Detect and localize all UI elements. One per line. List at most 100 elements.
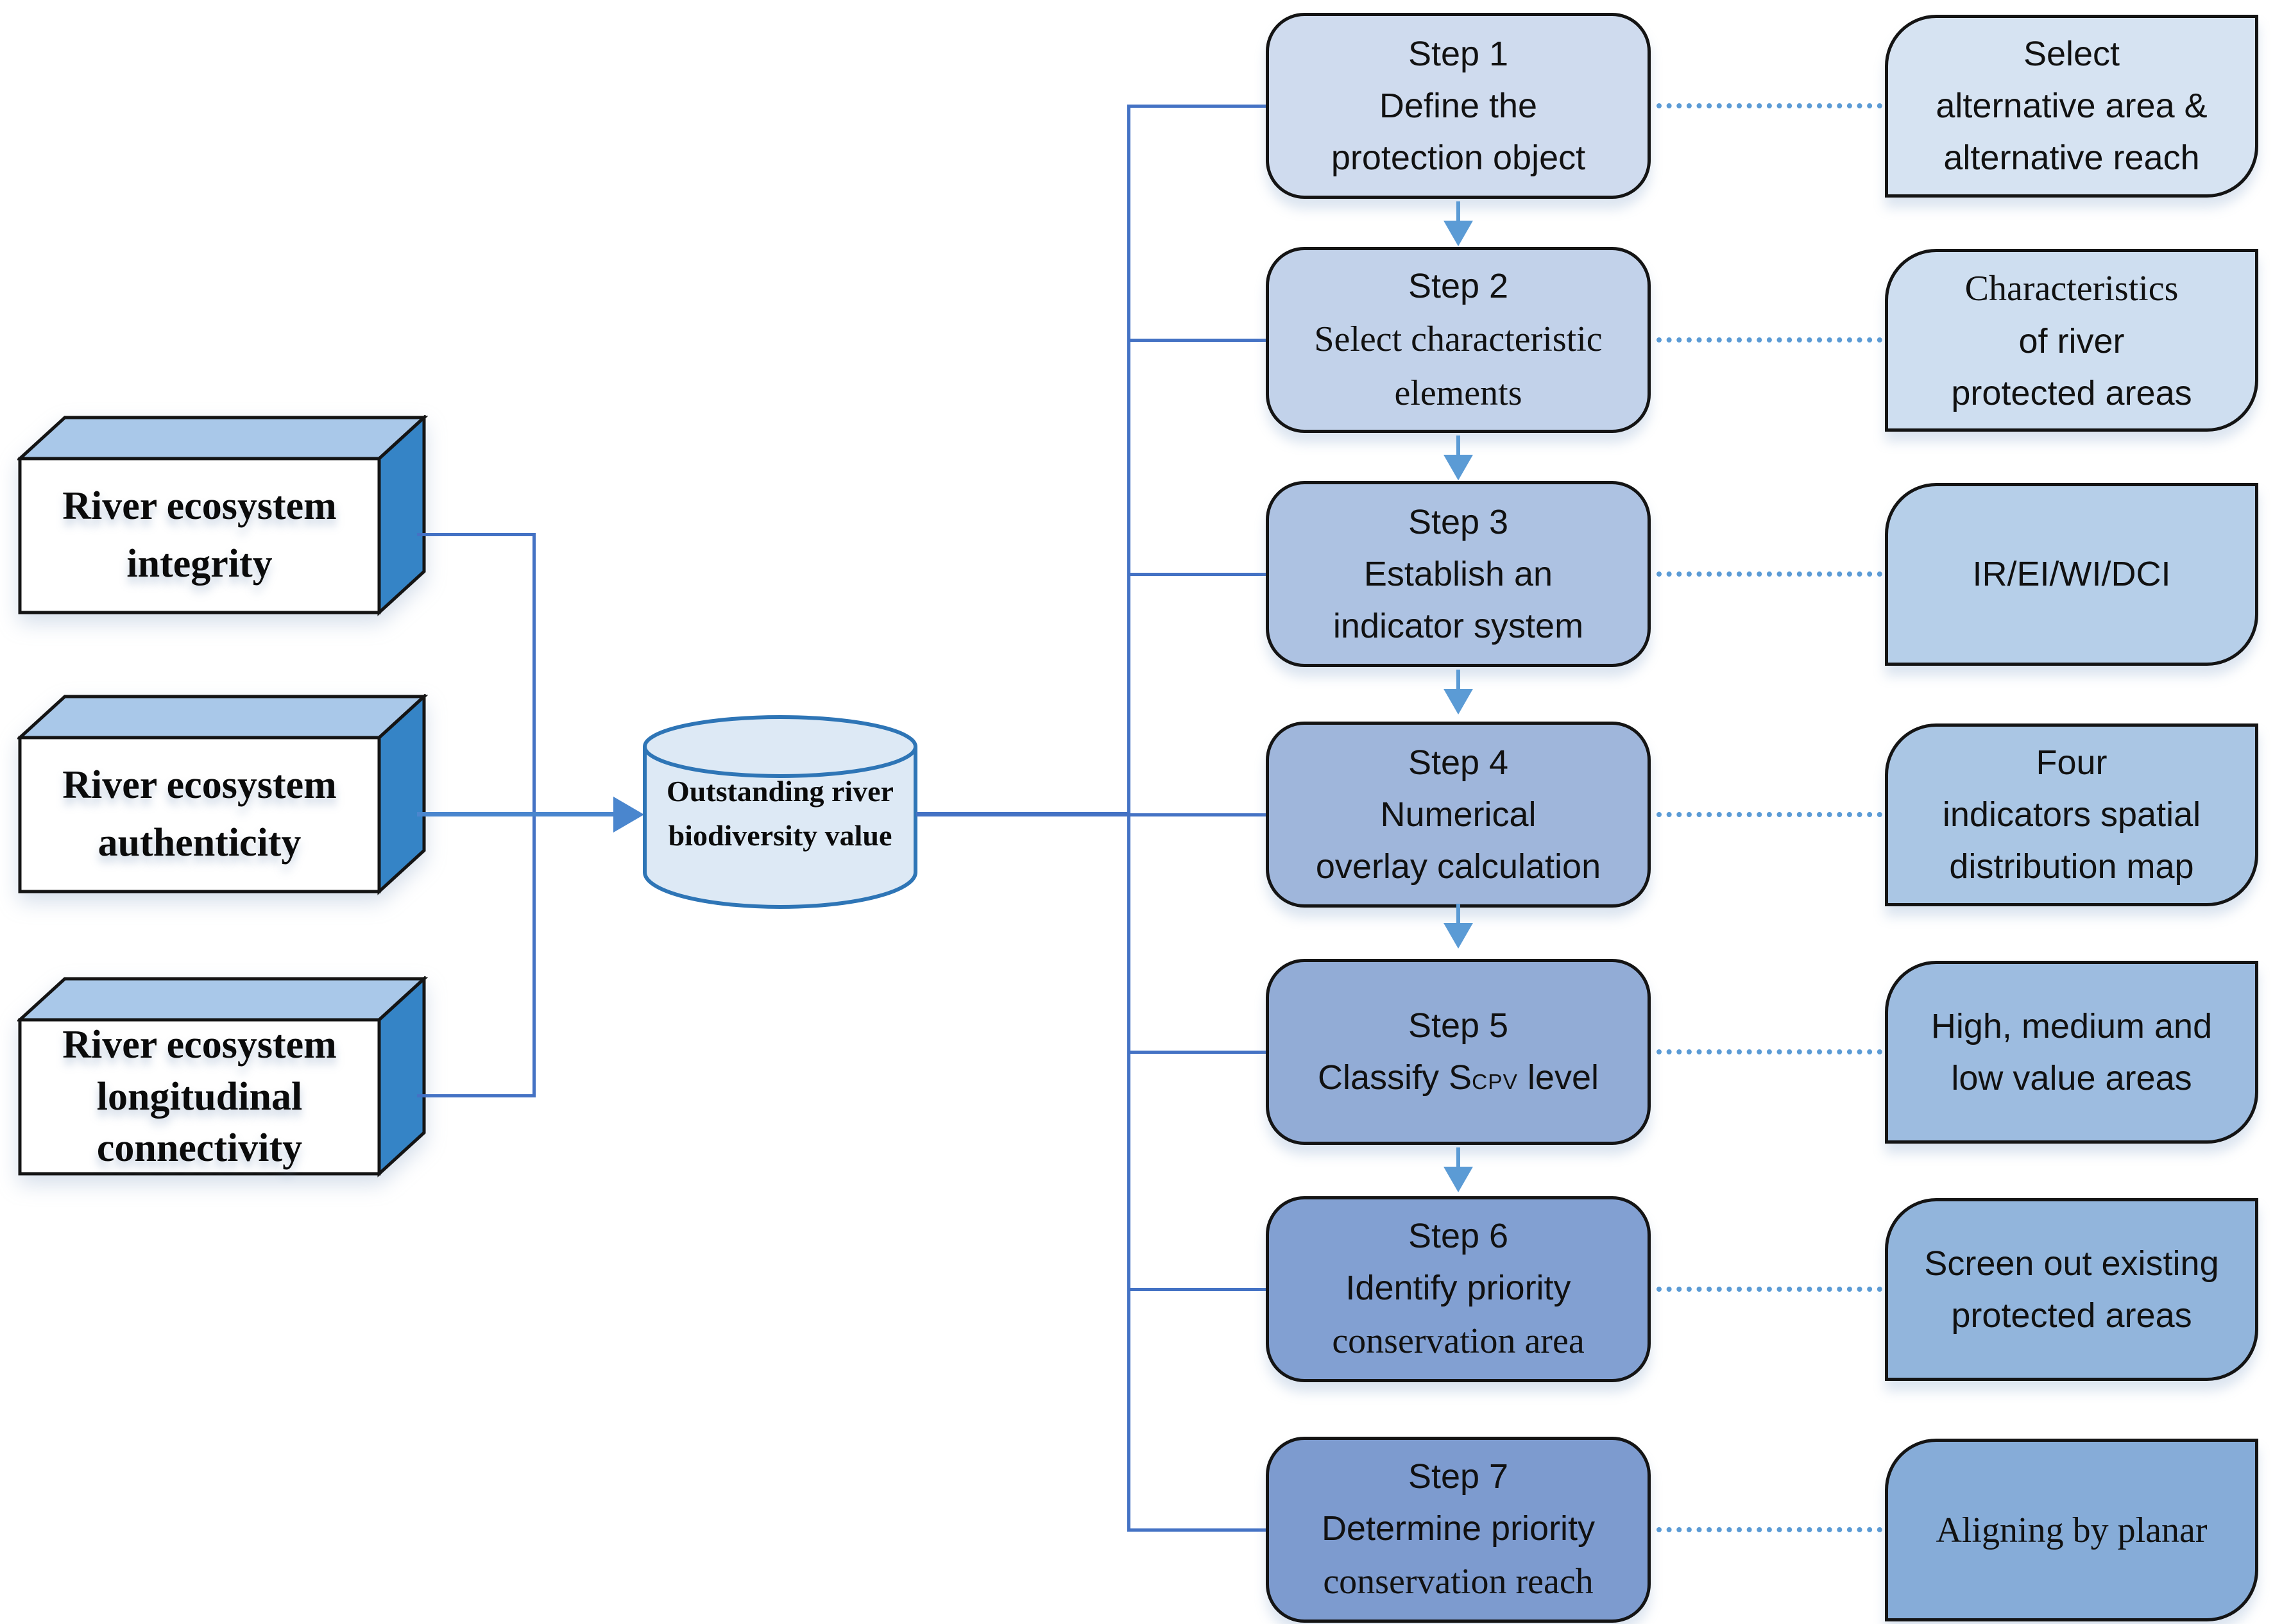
output-box-4: Four indicators spatial distribution map: [1885, 723, 2258, 906]
hub-text: Outstanding river: [667, 775, 894, 808]
input-text: longitudinal: [96, 1074, 303, 1119]
connector-line: [1127, 813, 1267, 816]
output-text: IR/EI/WI/DCI: [1972, 555, 2171, 593]
step-title: Step 1: [1408, 34, 1509, 73]
arrow-down-icon: [1444, 221, 1473, 246]
step-text: conservation reach: [1323, 1562, 1594, 1602]
output-text: Characteristics: [1964, 268, 2179, 309]
output-text: High, medium and: [1930, 1006, 2213, 1045]
output-text: of river: [2018, 321, 2125, 360]
output-box-1: Select alternative area & alternative re…: [1885, 15, 2258, 198]
cube-icon: [17, 976, 428, 1178]
step-title: Step 2: [1408, 266, 1509, 305]
step-1-box: Step 1 Define the protection object: [1266, 13, 1651, 199]
connector-line: [1127, 105, 1267, 108]
scpv-subscript: CPV: [1472, 1070, 1518, 1094]
connector-line: [417, 812, 615, 816]
input-box-label: River ecosystem longitudinal connectivit…: [20, 1020, 379, 1174]
output-box-6: Screen out existing protected areas: [1885, 1198, 2258, 1381]
input-box-label: River ecosystem integrity: [20, 459, 379, 613]
output-text: distribution map: [1949, 847, 2194, 886]
cube-icon: [17, 415, 428, 616]
hub-label: Outstanding river biodiversity value: [649, 749, 911, 877]
arrow-down-icon: [1456, 201, 1460, 222]
output-text: low value areas: [1951, 1058, 2192, 1097]
step-text: Determine priority: [1321, 1509, 1596, 1548]
step-title: Step 6: [1408, 1217, 1509, 1255]
input-text: River ecosystem: [62, 484, 337, 529]
step-6-box: Step 6 Identify priority conservation ar…: [1266, 1196, 1651, 1382]
arrow-down-icon: [1444, 689, 1473, 715]
arrow-down-icon: [1444, 923, 1473, 949]
arrow-down-icon: [1444, 455, 1473, 480]
output-box-5: High, medium and low value areas: [1885, 961, 2258, 1144]
input-text: connectivity: [96, 1126, 303, 1171]
input-box-authenticity: River ecosystem authenticity: [17, 694, 428, 896]
step-text: Establish an: [1363, 554, 1553, 593]
connector-line: [417, 1094, 534, 1097]
arrow-down-icon: [1456, 436, 1460, 456]
input-box-longitudinal-connectivity: River ecosystem longitudinal connectivit…: [17, 976, 428, 1178]
spine-line: [1127, 105, 1130, 1531]
output-box-2: Characteristics of river protected areas: [1885, 249, 2258, 432]
step-text: protection object: [1331, 138, 1586, 177]
output-text: alternative area &: [1936, 87, 2208, 125]
input-box-label: River ecosystem authenticity: [20, 738, 379, 892]
dotted-connector: [1657, 103, 1882, 108]
output-text: Select: [2023, 35, 2120, 73]
dotted-connector: [1657, 812, 1882, 817]
input-text: River ecosystem: [62, 1023, 337, 1067]
step-text: indicator system: [1333, 606, 1584, 645]
arrow-down-icon: [1456, 670, 1460, 690]
step-title: Step 4: [1408, 743, 1509, 782]
output-box-3: IR/EI/WI/DCI: [1885, 483, 2258, 666]
connector-line: [916, 812, 1130, 816]
step-text: conservation area: [1332, 1321, 1585, 1361]
step-text: overlay calculation: [1315, 847, 1601, 886]
output-text: Aligning by planar: [1936, 1510, 2208, 1550]
arrow-down-icon: [1456, 904, 1460, 924]
arrow-down-icon: [1444, 1167, 1473, 1192]
output-text: protected areas: [1951, 373, 2192, 412]
output-text: indicators spatial: [1942, 795, 2201, 834]
connector-line: [1127, 573, 1267, 576]
input-text: authenticity: [98, 821, 302, 865]
input-text: River ecosystem: [62, 763, 337, 808]
step-3-box: Step 3 Establish an indicator system: [1266, 481, 1651, 667]
dotted-connector: [1657, 337, 1882, 343]
step-2-box: Step 2 Select characteristic elements: [1266, 247, 1651, 433]
step-text: Define the: [1379, 86, 1538, 125]
step-text: elements: [1394, 373, 1522, 413]
step-text: Identify priority: [1345, 1269, 1571, 1307]
connector-line: [1127, 339, 1267, 342]
output-box-7: Aligning by planar: [1885, 1439, 2258, 1621]
arrow-down-icon: [1456, 1147, 1460, 1168]
step-4-box: Step 4 Numerical overlay calculation: [1266, 722, 1651, 908]
step-text: Numerical: [1380, 795, 1537, 834]
step-text: Classify SCPV level: [1318, 1058, 1599, 1097]
connector-line: [417, 533, 534, 536]
connector-line: [1127, 1051, 1267, 1054]
output-text: Screen out existing: [1924, 1244, 2219, 1283]
dotted-connector: [1657, 571, 1882, 577]
step-title: Step 5: [1408, 1006, 1509, 1045]
step-title: Step 7: [1408, 1457, 1509, 1496]
output-text: alternative reach: [1943, 139, 2200, 177]
arrow-right-icon: [613, 797, 644, 833]
connector-line: [1127, 1528, 1267, 1532]
step-7-box: Step 7 Determine priority conservation r…: [1266, 1437, 1651, 1623]
output-text: Four: [2036, 743, 2108, 782]
hub-text: biodiversity value: [668, 819, 892, 852]
step-title: Step 3: [1408, 502, 1509, 541]
connector-line: [1127, 1288, 1267, 1291]
hub-cylinder: [643, 715, 917, 909]
input-box-integrity: River ecosystem integrity: [17, 415, 428, 617]
cube-icon: [17, 694, 428, 895]
dotted-connector: [1657, 1527, 1882, 1532]
step-text: Select characteristic: [1314, 319, 1603, 359]
output-text: protected areas: [1951, 1296, 2192, 1335]
input-text: integrity: [126, 542, 273, 586]
step-5-box: Step 5 Classify SCPV level: [1266, 959, 1651, 1145]
dotted-connector: [1657, 1049, 1882, 1054]
